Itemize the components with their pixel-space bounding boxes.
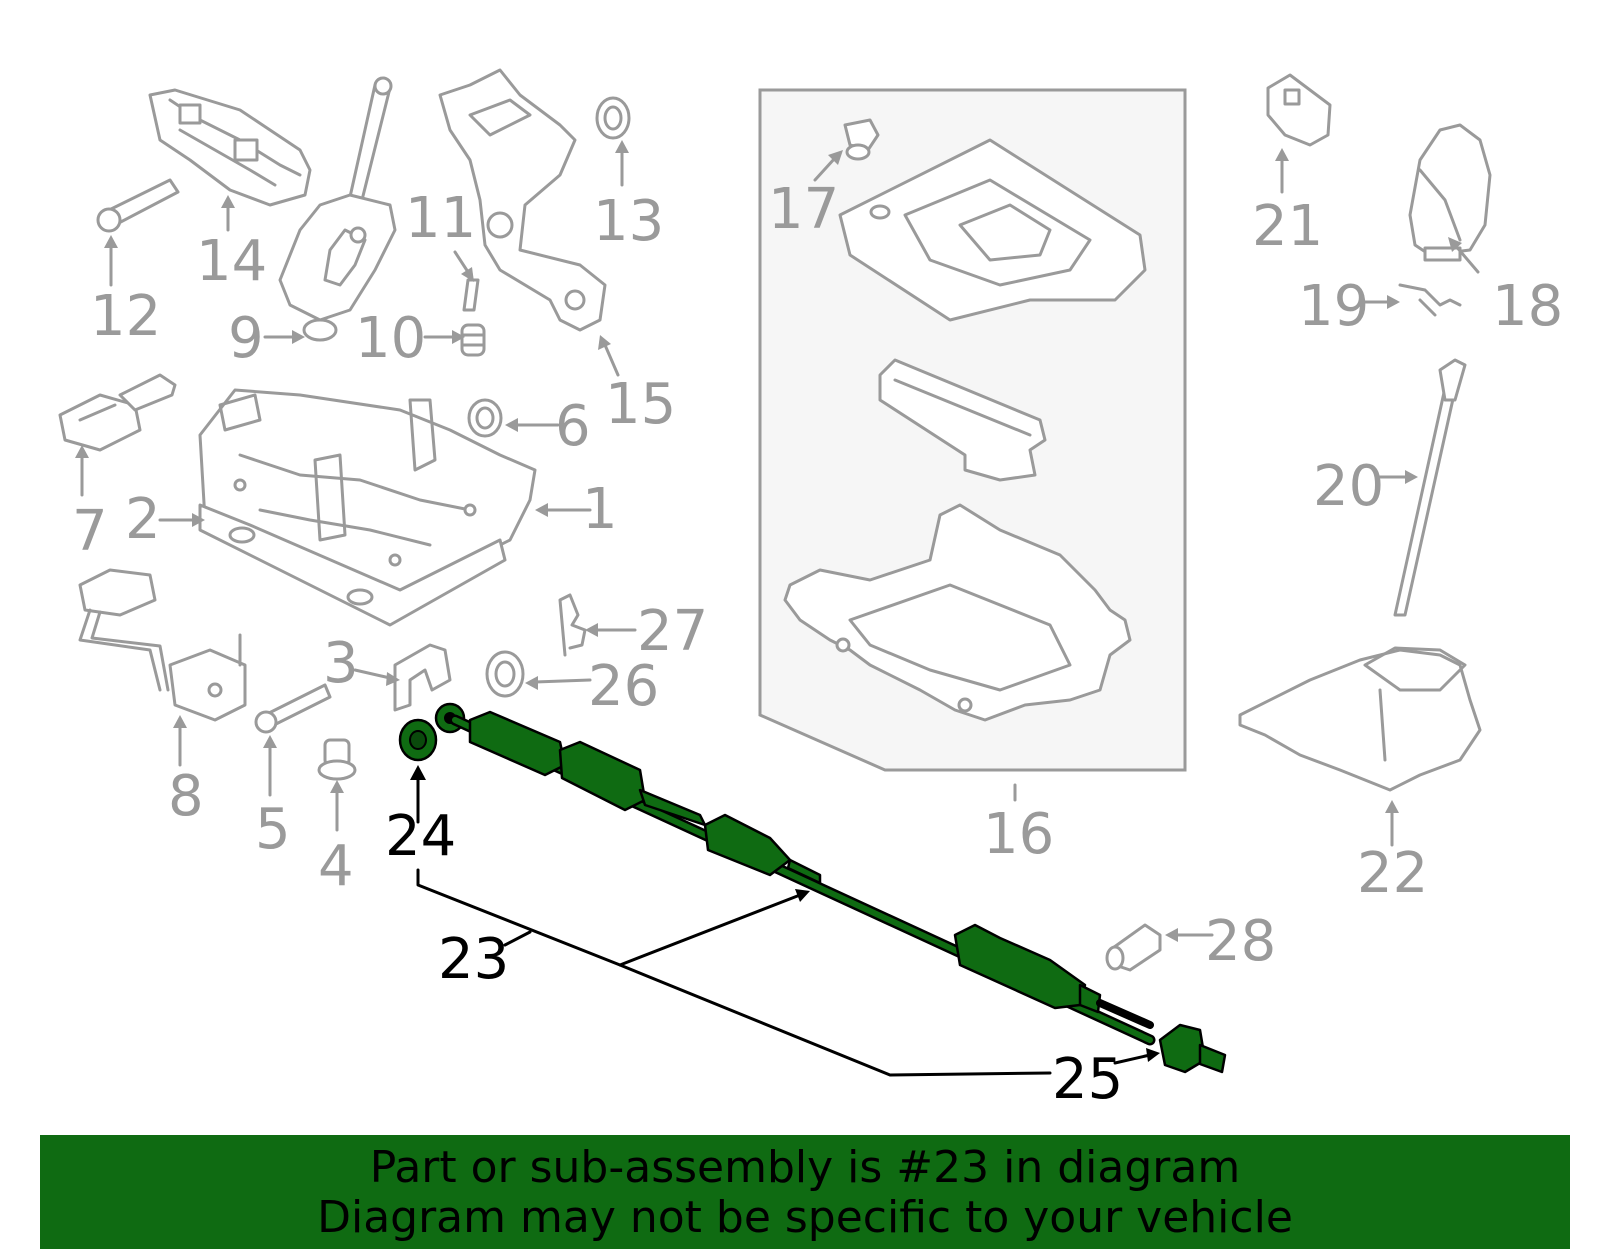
callout-15: 15 bbox=[605, 372, 676, 437]
callout-5: 5 bbox=[255, 797, 291, 862]
callout-22: 22 bbox=[1357, 841, 1428, 906]
part-9-shift-lever bbox=[278, 76, 397, 342]
footer-line-2: Diagram may not be specific to your vehi… bbox=[317, 1192, 1293, 1243]
part-22-boot bbox=[1238, 646, 1482, 792]
callout-1: 1 bbox=[582, 477, 618, 542]
part-10-bushing bbox=[460, 323, 486, 357]
part-14-switch bbox=[148, 88, 312, 207]
part-23-shift-cable bbox=[434, 702, 1156, 1046]
callout-8: 8 bbox=[168, 764, 204, 829]
part-13-washer bbox=[595, 96, 631, 140]
callout-18: 18 bbox=[1492, 274, 1563, 339]
leader-lines-black bbox=[410, 765, 1160, 1077]
part-3-clip bbox=[393, 643, 452, 712]
part-6-washer bbox=[467, 398, 503, 438]
part-12-pin bbox=[96, 178, 180, 233]
callout-19: 19 bbox=[1298, 274, 1369, 339]
part-24-bushing bbox=[398, 718, 438, 762]
callout-23: 23 bbox=[438, 927, 509, 992]
callout-7: 7 bbox=[72, 499, 108, 564]
part-8-solenoid bbox=[78, 568, 247, 722]
callout-4: 4 bbox=[318, 834, 354, 899]
callout-27: 27 bbox=[637, 599, 708, 664]
part-17-clip bbox=[843, 118, 880, 161]
footer-line-1: Part or sub-assembly is #23 in diagram bbox=[369, 1142, 1241, 1193]
callout-labels: 1 2 3 4 5 6 7 8 9 10 11 12 13 14 15 16 1… bbox=[72, 177, 1563, 1112]
part-5-bolt bbox=[254, 683, 332, 734]
part-20-shift-rod bbox=[1393, 358, 1467, 617]
part-19-clip bbox=[1398, 283, 1462, 317]
leader-lines-gray bbox=[75, 140, 1480, 942]
callout-6: 6 bbox=[555, 394, 591, 459]
callout-25: 25 bbox=[1052, 1047, 1123, 1112]
callout-2: 2 bbox=[125, 487, 161, 552]
part-11-pin bbox=[462, 278, 480, 312]
callout-21: 21 bbox=[1252, 194, 1323, 259]
callout-24: 24 bbox=[385, 804, 456, 869]
callout-26: 26 bbox=[588, 654, 659, 719]
callout-9: 9 bbox=[228, 306, 264, 371]
callout-14: 14 bbox=[196, 229, 267, 294]
part-18-shift-knob bbox=[1408, 123, 1492, 262]
part-7-connector bbox=[58, 373, 177, 452]
callout-11: 11 bbox=[405, 186, 476, 251]
callout-10: 10 bbox=[355, 306, 426, 371]
callout-28: 28 bbox=[1205, 909, 1276, 974]
part-28-fitting bbox=[1105, 923, 1162, 972]
part-21-switch bbox=[1266, 73, 1332, 147]
callout-3: 3 bbox=[323, 631, 359, 696]
callout-20: 20 bbox=[1313, 454, 1384, 519]
footer-banner: Part or sub-assembly is #23 in diagram D… bbox=[40, 1135, 1570, 1249]
callout-17: 17 bbox=[768, 177, 839, 242]
part-15-bracket bbox=[438, 68, 607, 332]
part-4-nut bbox=[317, 738, 357, 781]
part-16-console-group bbox=[758, 88, 1187, 772]
part-26-washer bbox=[485, 650, 525, 698]
part-2-gasket bbox=[198, 503, 507, 627]
callout-16: 16 bbox=[983, 802, 1054, 867]
part-27-clip bbox=[558, 593, 587, 657]
part-25-adjuster-nut bbox=[1158, 1023, 1227, 1074]
callout-13: 13 bbox=[593, 189, 664, 254]
callout-12: 12 bbox=[90, 284, 161, 349]
